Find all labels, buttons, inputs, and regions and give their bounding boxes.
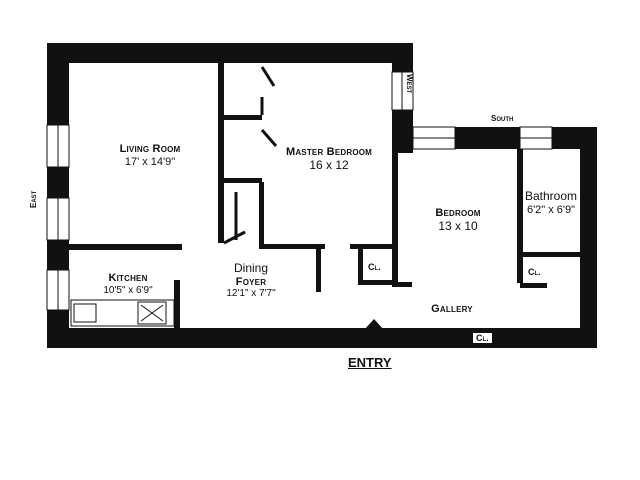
room-kitchen: Kitchen 10'5" x 6'9" (82, 272, 174, 296)
closet-label-1: Cl. (368, 262, 381, 272)
compass-west: West (405, 74, 414, 94)
entry-arrow (364, 319, 384, 348)
room-name: Gallery (431, 303, 473, 315)
entry-label: ENTRY (348, 355, 392, 370)
room-dims: 10'5" x 6'9" (103, 284, 153, 296)
wall-closet-1 (218, 115, 262, 120)
closet-label-2: Cl. (528, 267, 541, 277)
wall-bath-bottom (520, 252, 580, 257)
room-dims: 6'2" x 6'9" (526, 203, 576, 216)
wall-master-bottom (259, 244, 325, 249)
wall-living-master (218, 63, 224, 243)
room-dims: 13 x 10 (438, 218, 478, 233)
room-name-line1: Dining (233, 261, 269, 275)
room-dining-foyer: Dining Foyer 12'1" x 7'7" (206, 261, 296, 300)
wall-kitchen-right (174, 280, 180, 328)
wall-cl1-bottom (358, 280, 393, 285)
room-living-room: Living Room 17' x 14'9" (100, 143, 200, 168)
room-dims: 16 x 12 (309, 157, 349, 172)
wall-north (47, 43, 413, 63)
wall-east (580, 127, 597, 348)
room-name-line2: Foyer (235, 275, 267, 288)
room-bedroom: Bedroom 13 x 10 (418, 207, 498, 233)
wall-master-right-bottom (350, 244, 398, 249)
wall-bedroom-left (392, 149, 398, 287)
closet-label-3: Cl. (473, 333, 492, 343)
room-name: Bedroom (435, 207, 481, 219)
compass-east: East (29, 190, 38, 208)
wall-cl2-bottom (520, 283, 547, 288)
wall-master-closet-side (259, 182, 264, 248)
room-name: Living Room (119, 143, 181, 155)
wall-south (47, 328, 597, 348)
wall-bedroom-right (517, 149, 523, 283)
wall-closet-2 (218, 178, 262, 183)
compass-south: South (491, 114, 514, 123)
room-master-bedroom: Master Bedroom 16 x 12 (270, 146, 388, 172)
room-dims: 17' x 14'9" (124, 155, 176, 168)
wall-bedroom-bottom (392, 282, 412, 287)
room-bathroom: Bathroom 6'2" x 6'9" (522, 189, 580, 216)
kitchen-counter (70, 299, 175, 327)
wall-cl1-left (358, 249, 363, 285)
room-dims: 12'1" x 7'7" (226, 288, 276, 300)
room-name: Master Bedroom (285, 146, 373, 158)
wall-kitchen-top (47, 244, 182, 250)
room-gallery: Gallery (420, 303, 484, 316)
wall-foyer-stub (316, 244, 321, 292)
room-name: Bathroom (524, 189, 578, 203)
room-name: Kitchen (108, 272, 148, 284)
